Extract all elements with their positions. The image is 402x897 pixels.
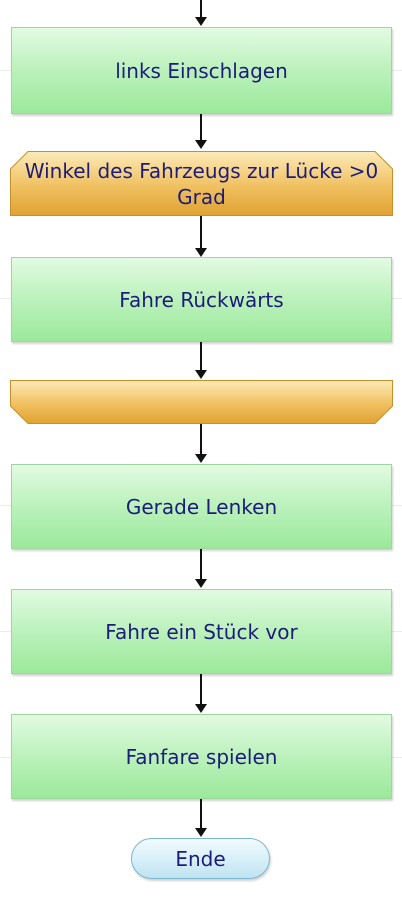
arrow-head xyxy=(195,140,207,149)
arrow-head xyxy=(195,17,207,26)
connector-line xyxy=(200,114,202,140)
process-step-label: links Einschlagen xyxy=(115,58,288,83)
loop-start-shape xyxy=(10,151,393,216)
connector-line xyxy=(200,342,202,370)
connector-line xyxy=(200,424,202,454)
end-terminal[interactable]: Ende xyxy=(131,838,270,879)
process-step-drive-forward[interactable]: Fahre ein Stück vor xyxy=(11,589,392,674)
loop-condition-label: Winkel des Fahrzeugs zur Lücke >0 Grad xyxy=(24,158,379,209)
process-step-steer-left[interactable]: links Einschlagen xyxy=(11,27,392,114)
process-step-steer-straight[interactable]: Gerade Lenken xyxy=(11,464,392,549)
connector-line xyxy=(200,549,202,579)
process-step-play-fanfare[interactable]: Fanfare spielen xyxy=(11,714,392,799)
process-step-label: Fanfare spielen xyxy=(125,744,278,769)
process-step-reverse[interactable]: Fahre Rückwärts xyxy=(11,257,392,342)
arrow-head xyxy=(195,579,207,588)
process-step-label: Gerade Lenken xyxy=(125,494,278,519)
process-step-label: Fahre ein Stück vor xyxy=(105,619,298,644)
connector-line xyxy=(200,0,202,17)
arrow-head xyxy=(195,248,207,257)
loop-end-shape xyxy=(10,380,393,424)
connector-line xyxy=(200,674,202,704)
end-terminal-label: Ende xyxy=(175,846,226,871)
loop-end-block[interactable] xyxy=(10,380,393,424)
connector-line xyxy=(200,799,202,828)
loop-start-block[interactable]: Winkel des Fahrzeugs zur Lücke >0 Grad xyxy=(10,151,393,216)
connector-line xyxy=(200,216,202,248)
process-step-label: Fahre Rückwärts xyxy=(119,287,284,312)
arrow-head xyxy=(195,704,207,713)
arrow-head xyxy=(195,828,207,837)
arrow-head xyxy=(195,370,207,379)
arrow-head xyxy=(195,454,207,463)
